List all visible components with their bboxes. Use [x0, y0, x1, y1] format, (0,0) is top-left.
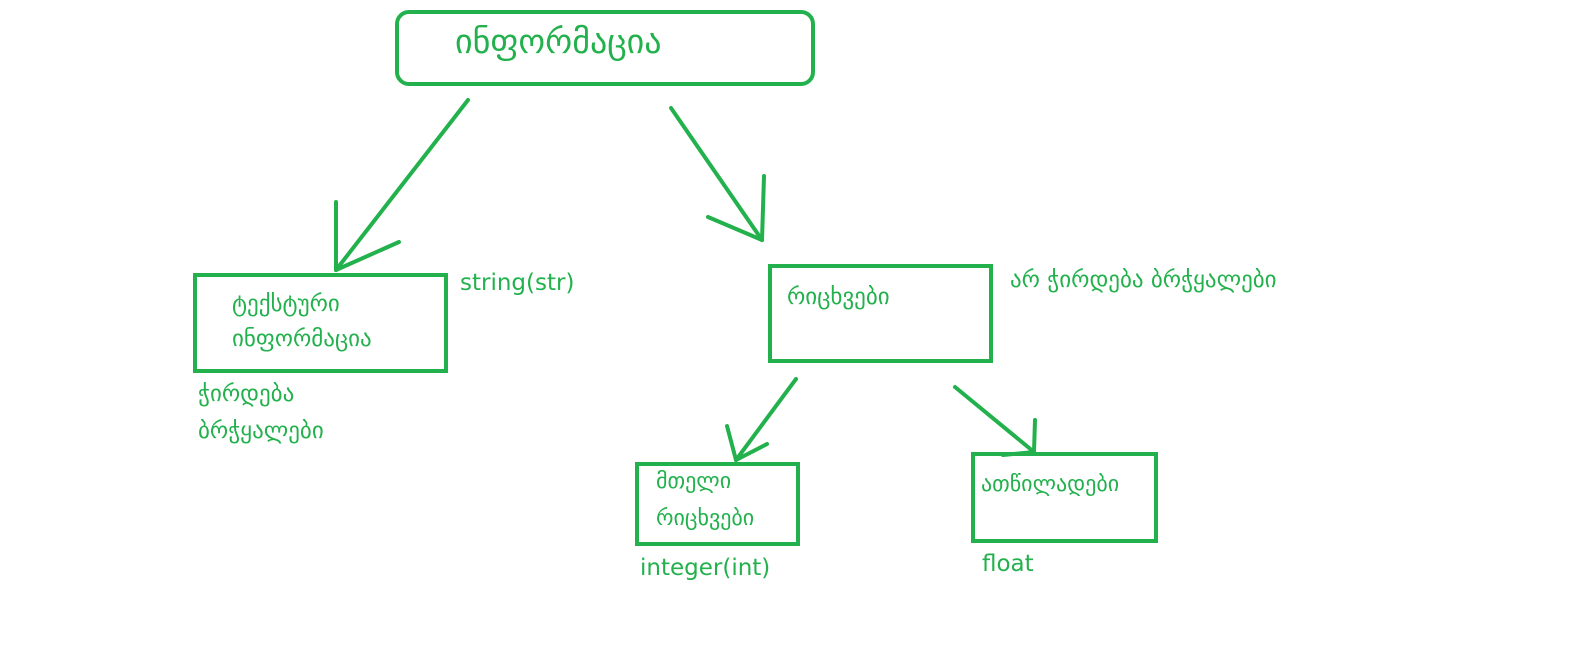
arrowhead-text-right: [334, 240, 401, 272]
numbers-node-box: [768, 264, 993, 363]
integer-type-note: integer(int): [640, 555, 771, 581]
integer-label-line1: მთელი: [656, 469, 732, 494]
arrow-root-to-text: [334, 98, 470, 272]
arrowhead-float-right: [1032, 418, 1037, 454]
integer-node-box: [635, 462, 800, 546]
root-node-box: [395, 10, 815, 86]
text-quotes-note-line1: ჭირდება: [198, 381, 295, 407]
arrowhead-integer-right: [734, 442, 769, 462]
numbers-quotes-note: არ ჭირდება ბრჭყალები: [1010, 267, 1277, 293]
text-quotes-note-line2: ბრჭყალები: [198, 418, 324, 444]
arrow-root-to-numbers: [669, 106, 764, 242]
text-type-note: string(str): [460, 270, 575, 296]
root-node-label: ინფორმაცია: [455, 22, 662, 62]
arrow-numbers-to-integer: [734, 377, 798, 462]
float-node-box: [971, 452, 1158, 543]
text-info-label-line2: ინფორმაცია: [232, 326, 372, 352]
float-node-label: ათწილადები: [981, 472, 1120, 497]
float-type-note: float: [982, 551, 1034, 577]
text-info-label-line1: ტექსტური: [232, 291, 340, 317]
arrowhead-numbers-left: [706, 215, 764, 242]
text-info-node-box: [193, 273, 448, 373]
numbers-node-label: რიცხვები: [787, 284, 890, 310]
integer-label-line2: რიცხვები: [656, 506, 755, 531]
arrowhead-integer-left: [725, 424, 738, 462]
arrowhead-numbers-right: [760, 174, 766, 242]
arrow-numbers-to-float: [953, 385, 1036, 454]
